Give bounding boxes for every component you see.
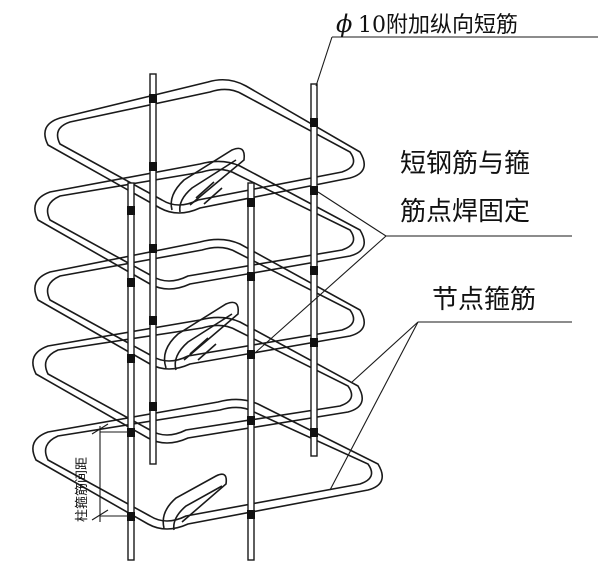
column-main-bar [149,73,157,465]
weld-points [127,94,318,521]
stirrup-hoop [44,78,366,214]
stirrup-hoop [32,316,364,444]
weld-label-line1: 短钢筋与箍 [400,149,530,179]
column-main-bar [247,182,255,561]
node-stirrup-label: 节点箍筋 [432,285,536,315]
stirrup-hoop [32,398,384,531]
stirrup-hoops [32,78,384,531]
stirrup-hoop [34,160,366,290]
weld-callout: 短钢筋与箍 筋点焊固定 [255,149,572,353]
weld-label-line2: 筋点焊固定 [400,197,530,227]
stirrup-hoop [34,238,366,371]
short-bar-label: 10附加纵向短筋 [358,13,518,38]
phi-symbol: ϕ [336,10,352,38]
column-main-bar [127,182,135,561]
spacing-dimension [91,423,128,522]
spacing-label: 柱箍筋间距 [74,457,90,522]
short-bar-callout: ϕ 10附加纵向短筋 [315,10,598,87]
node-stirrup-callout: 节点箍筋 [329,285,572,491]
